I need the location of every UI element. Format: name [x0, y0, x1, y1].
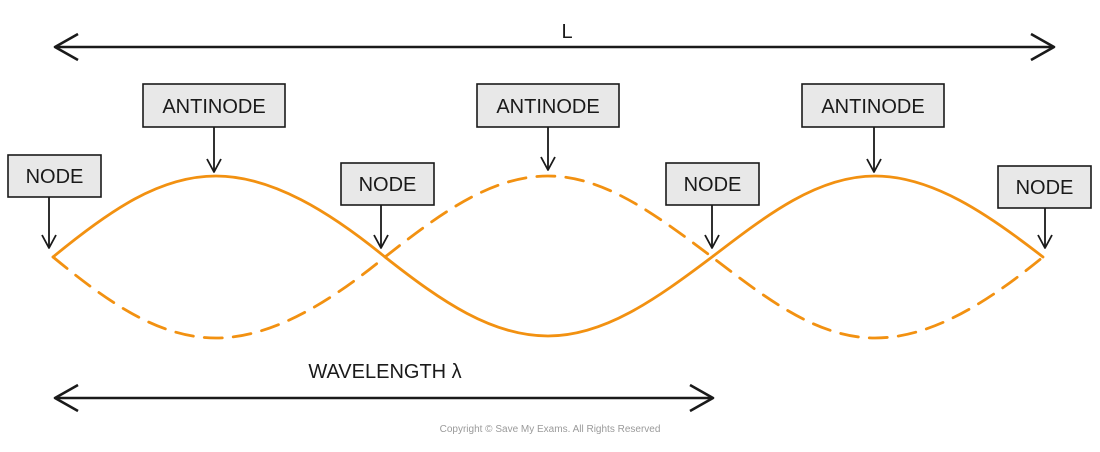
node-text-1: NODE [26, 166, 84, 188]
node-text-4: NODE [1016, 177, 1074, 199]
node-box-4 [997, 165, 1092, 209]
node-label-1: NODE [7, 154, 102, 249]
node-pointer-head-3 [704, 234, 720, 249]
length-arrow-left-head [53, 32, 79, 62]
antinode-box-2 [476, 83, 620, 128]
node-box-3 [665, 162, 760, 206]
antinode-box-3 [801, 83, 945, 128]
length-label: L [561, 21, 572, 43]
node-pointer-head-4 [1037, 234, 1053, 249]
wavelength-arrow-left-head [53, 383, 79, 413]
antinode-text-1: ANTINODE [162, 96, 265, 118]
antinode-label-2: ANTINODE [476, 83, 620, 171]
wavelength-arrow [53, 383, 715, 413]
length-arrow [53, 32, 1056, 62]
antinode-text-2: ANTINODE [496, 96, 599, 118]
antinode-pointer-head-2 [540, 156, 556, 171]
node-text-2: NODE [359, 174, 417, 196]
node-box-1 [7, 154, 102, 198]
wavelength-arrow-right-head [689, 383, 715, 413]
node-label-3: NODE [665, 162, 760, 249]
node-label-4: NODE [997, 165, 1092, 249]
wavelength-label: WAVELENGTH λ [308, 361, 461, 383]
wave-solid [51, 174, 1045, 338]
length-arrow-right-head [1030, 32, 1056, 62]
node-pointer-head-1 [41, 234, 57, 249]
antinode-pointer-head-3 [866, 158, 882, 173]
wave-dashed [51, 174, 1045, 340]
antinode-label-3: ANTINODE [801, 83, 945, 173]
node-text-3: NODE [684, 174, 742, 196]
node-pointer-head-2 [373, 234, 389, 249]
copyright-notice: Copyright © Save My Exams. All Rights Re… [439, 424, 661, 435]
antinode-pointer-head-1 [206, 158, 222, 173]
antinode-label-1: ANTINODE [142, 83, 286, 173]
antinode-text-3: ANTINODE [821, 96, 924, 118]
node-label-2: NODE [340, 162, 435, 249]
node-box-2 [340, 162, 435, 206]
